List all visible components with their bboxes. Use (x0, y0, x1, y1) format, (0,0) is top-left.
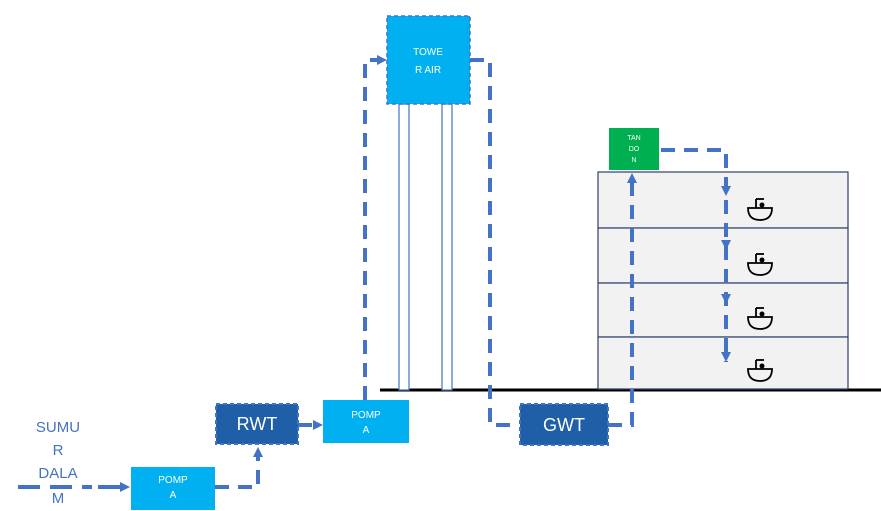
svg-text:SUMU: SUMU (36, 419, 80, 436)
sink-icon (747, 359, 773, 382)
svg-text:POMP: POMP (351, 410, 381, 421)
svg-text:A: A (363, 425, 370, 436)
svg-text:R: R (53, 442, 64, 459)
floor-3 (597, 282, 849, 338)
pipe-pump2-tower (363, 55, 387, 400)
rwt-tank: RWT (215, 403, 299, 445)
tower-air: TOWE R AIR (386, 15, 471, 105)
pump-1: POMP A (131, 467, 215, 510)
floor-2 (597, 227, 849, 284)
sink-icon (747, 253, 773, 276)
svg-text:TAN: TAN (627, 135, 640, 142)
sink-icon (747, 198, 773, 221)
svg-text:R AIR: R AIR (415, 65, 441, 76)
svg-text:POMP: POMP (158, 475, 188, 486)
sink-icon (747, 307, 773, 330)
floor-4 (597, 336, 849, 390)
svg-text:DALA: DALA (38, 465, 77, 482)
building (597, 171, 849, 390)
source-label: SUMU R DALA M (36, 419, 80, 507)
pump-2: POMP A (323, 400, 409, 443)
pipe-tower-gwt (470, 58, 510, 427)
pipe-pump1-rwt (215, 447, 263, 489)
floor-arrows (721, 186, 731, 362)
tandon-tank: TAN DO N (609, 128, 659, 170)
svg-text:DO: DO (629, 146, 640, 153)
tower-legs (398, 103, 453, 391)
svg-text:N: N (631, 157, 636, 164)
svg-text:RWT: RWT (237, 414, 278, 434)
svg-text:GWT: GWT (543, 415, 585, 435)
pipes (18, 55, 728, 492)
svg-text:M: M (52, 490, 65, 507)
svg-text:TOWE: TOWE (413, 47, 443, 58)
pipe-gwt-tandon (608, 173, 637, 427)
floor-1 (597, 171, 849, 229)
gwt-tank: GWT (519, 403, 609, 446)
svg-text:A: A (170, 490, 177, 501)
